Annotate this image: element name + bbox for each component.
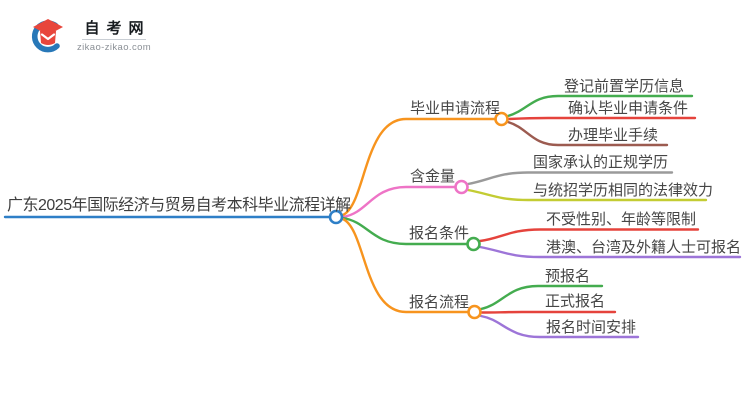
branch-3-child-2-link bbox=[478, 245, 742, 259]
branch-3-child-1-link bbox=[478, 228, 700, 243]
branch-3-child-1-label: 不受性别、年龄等限制 bbox=[546, 211, 697, 228]
branch-2-link bbox=[341, 185, 457, 219]
branch-4-child-2-label: 正式报名 bbox=[545, 293, 606, 310]
branch-1-label: 毕业申请流程 bbox=[410, 100, 501, 117]
branch-1-child-2-link bbox=[507, 116, 697, 121]
branch-2-child-2-label: 与统招学历相同的法律效力 bbox=[533, 182, 714, 199]
branch-1-child-3-label: 办理毕业手续 bbox=[568, 127, 659, 144]
site-url: zikao-zikao.com bbox=[77, 41, 152, 53]
branch-1-child-1-link bbox=[506, 94, 694, 118]
branch-4-child-1-link bbox=[479, 284, 604, 311]
branch-3-node-circle bbox=[466, 236, 481, 252]
branch-1-child-1-label: 登记前置学历信息 bbox=[564, 78, 685, 95]
branch-2-child-2-link bbox=[466, 188, 708, 202]
branch-4-node-circle bbox=[467, 304, 482, 320]
branch-4-child-1-label: 预报名 bbox=[545, 268, 591, 285]
branch-4-child-3-label: 报名时间安排 bbox=[546, 319, 637, 336]
branch-3-link bbox=[341, 216, 469, 246]
graduation-cap-icon bbox=[31, 19, 63, 53]
branch-1-child-3-link bbox=[506, 120, 669, 147]
root-topic-label: 广东2025年国际经济与贸易自考本科毕业流程详解 bbox=[7, 197, 351, 214]
branch-4-label: 报名流程 bbox=[409, 294, 470, 311]
logo-cap-chevron bbox=[40, 33, 56, 41]
branch-2-child-1-label: 国家承认的正规学历 bbox=[533, 154, 669, 171]
logo-divider bbox=[82, 38, 147, 40]
site-logo[interactable]: 自考网 zikao-zikao.com bbox=[28, 18, 151, 54]
branch-1-link bbox=[341, 117, 497, 217]
branch-4-link bbox=[341, 217, 470, 314]
branch-4-child-2-link bbox=[480, 310, 617, 314]
branch-3-child-2-label: 港澳、台湾及外籍人士可报名 bbox=[546, 239, 742, 256]
site-name: 自考网 bbox=[84, 19, 151, 37]
branch-3-label: 报名条件 bbox=[409, 225, 470, 242]
branch-4-child-3-link bbox=[479, 314, 640, 339]
branch-2-node-circle bbox=[454, 179, 469, 195]
branch-2-child-1-link bbox=[466, 171, 674, 186]
branch-1-child-2-label: 确认毕业申请条件 bbox=[568, 100, 689, 117]
branch-1-node-circle bbox=[494, 111, 509, 127]
root-node-circle bbox=[328, 209, 344, 225]
branch-2-label: 含金量 bbox=[410, 168, 456, 185]
